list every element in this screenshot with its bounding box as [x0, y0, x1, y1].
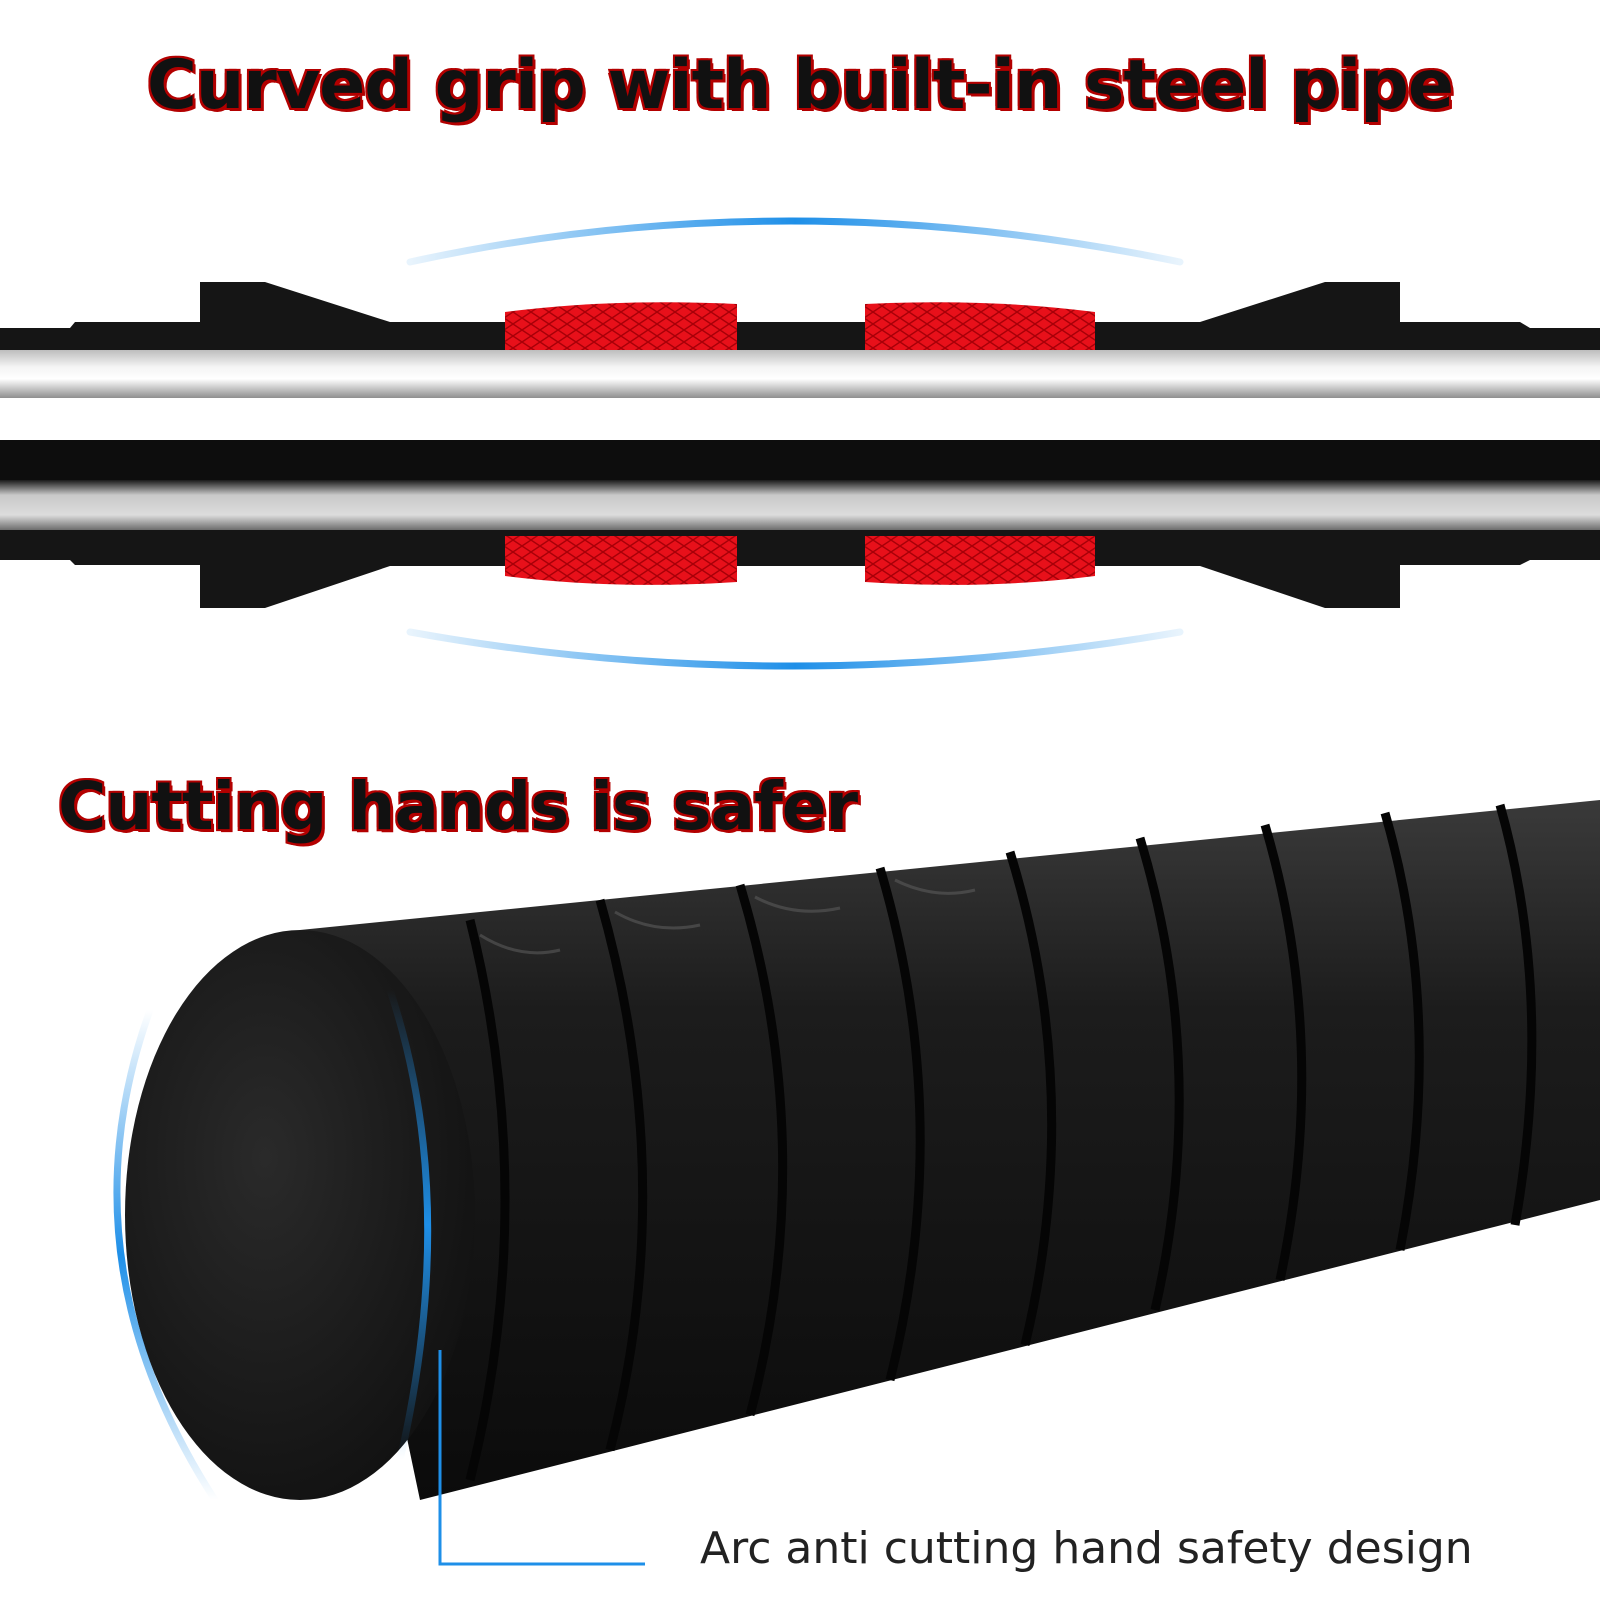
curve-indicator-top: [406, 217, 1184, 266]
handle-closeup: [125, 800, 1600, 1500]
steel-pipe: [0, 350, 1600, 530]
headline-middle: Cutting hands is safer: [58, 768, 858, 845]
grip-bottom: [0, 530, 1600, 608]
callout-leader-line: [438, 1350, 645, 1566]
safety-arc-icon: [113, 1006, 219, 1504]
grip-top: [0, 282, 1600, 360]
callout-label: Arc anti cutting hand safety design: [700, 1523, 1473, 1574]
end-cap: [125, 930, 475, 1500]
headline-top: Curved grip with built-in steel pipe: [146, 46, 1454, 125]
curve-indicator-bottom: [406, 628, 1184, 670]
